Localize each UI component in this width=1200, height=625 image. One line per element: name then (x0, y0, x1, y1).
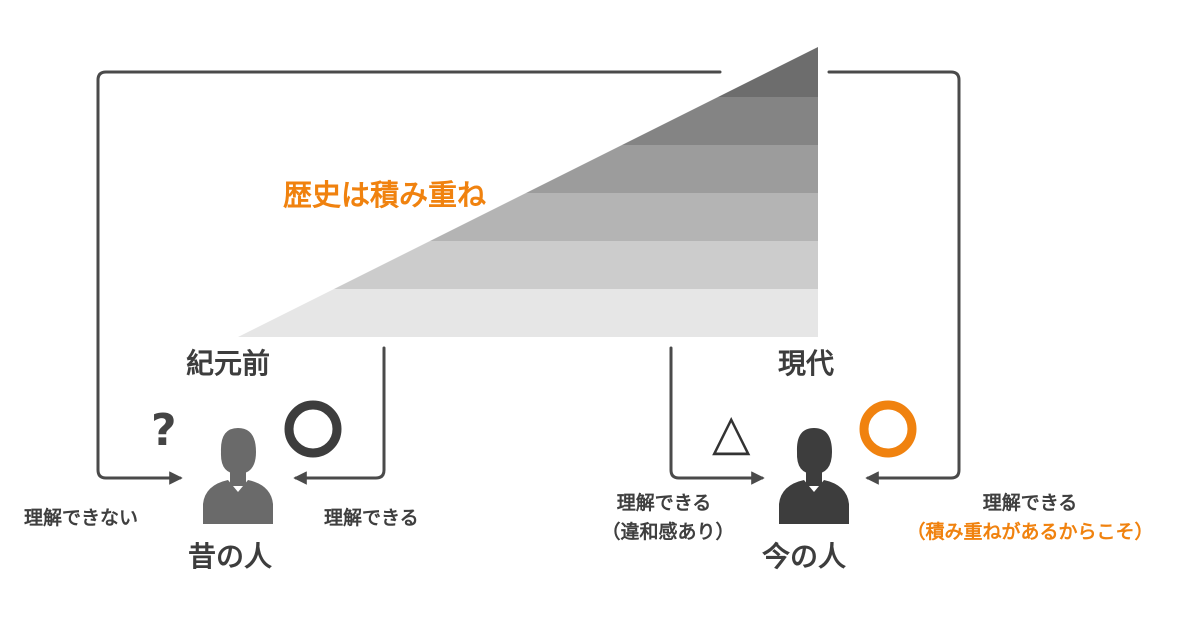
layer-1 (238, 289, 818, 337)
triangle-mark-icon: △ (712, 403, 751, 461)
past-person-label: 昔の人 (188, 540, 273, 573)
past-person-icon (203, 428, 273, 524)
present-left-caption-line1: 理解できる (616, 492, 712, 514)
past-left-caption: 理解できない (24, 507, 139, 529)
present-left-caption-line2: （違和感あり） (601, 521, 735, 543)
outer-left-connector (96, 70, 722, 485)
diagram-title: 歴史は積み重ね (283, 178, 487, 212)
present-person-icon (779, 428, 849, 524)
era-label-past: 紀元前 (186, 347, 271, 380)
era-label-present: 現代 (778, 347, 835, 380)
layer-6 (238, 47, 818, 97)
circle-mark-icon (859, 400, 917, 458)
outer-right-connector (827, 70, 961, 485)
circle-mark-icon (284, 400, 342, 458)
present-right-caption-line1: 理解できる (982, 492, 1078, 514)
inner-left-connector (293, 346, 386, 485)
question-mark-icon: ? (151, 405, 177, 456)
inner-right-connector (669, 346, 765, 485)
present-right-caption-line2: （積み重ねがあるからこそ） (906, 521, 1154, 543)
past-right-caption: 理解できる (324, 507, 419, 529)
layer-5 (238, 97, 818, 145)
layer-2 (238, 241, 818, 289)
present-person-label: 今の人 (762, 540, 847, 573)
